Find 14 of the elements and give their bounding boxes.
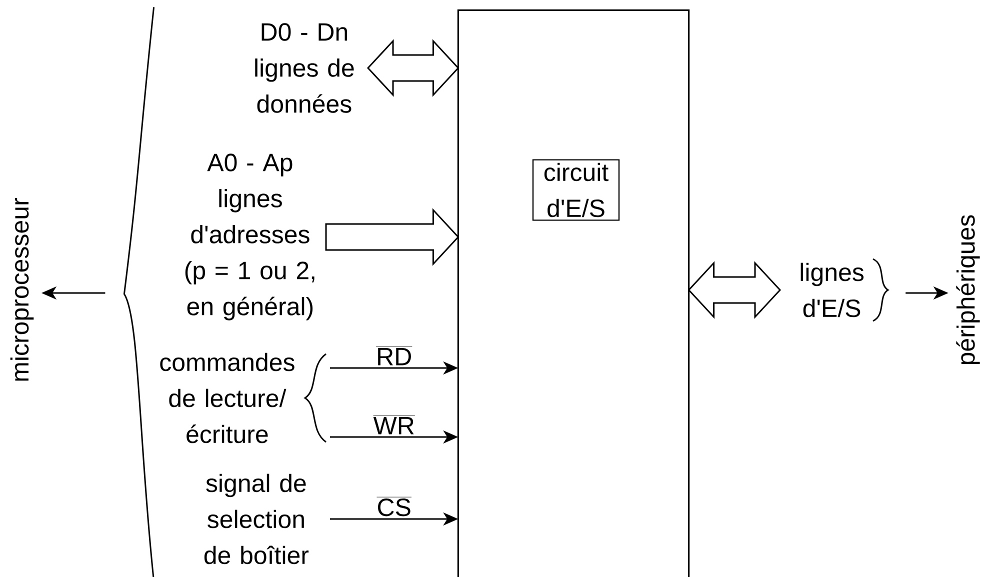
signal-label: signal de selection de boîtier <box>204 474 309 564</box>
component-box <box>457 9 690 577</box>
signal-name: RD <box>375 345 414 366</box>
block-label: périphériques <box>956 215 980 364</box>
brace <box>123 7 155 577</box>
signal-label: lignes d'E/S <box>800 262 864 318</box>
signal-label: D0 - Dn lignes de données <box>255 23 354 113</box>
signal-name: WR <box>372 414 416 436</box>
label-box: circuit d'E/S <box>532 159 620 221</box>
signal-name: CS <box>376 496 412 518</box>
hollow-arrow <box>325 208 460 266</box>
block-label: microprocesseur <box>10 198 34 381</box>
signal-label: commandes de lecture/ écriture <box>160 352 294 444</box>
signal-label: A0 - Ap lignes d'adresses (p = 1 ou 2, en général) <box>185 154 314 320</box>
